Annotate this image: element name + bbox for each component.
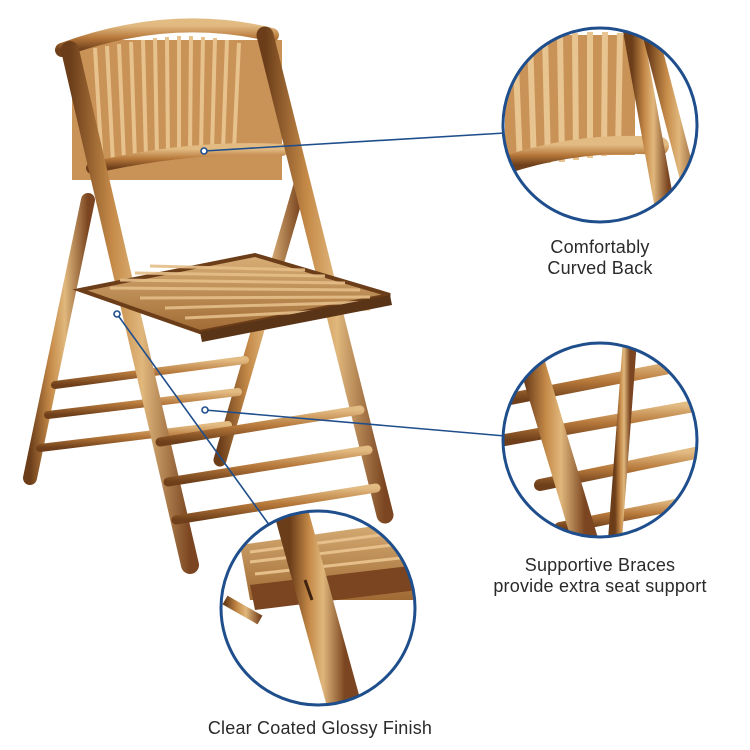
callout-caption-line: Supportive Braces [524, 555, 676, 575]
callout-caption-finish: Clear Coated Glossy Finish [150, 718, 490, 739]
callout-caption-line: Clear Coated Glossy Finish [207, 718, 433, 738]
folding-chair-image [23, 18, 394, 574]
callout-caption-line: Curved Back [547, 258, 653, 278]
callout-leader-lines [113, 132, 506, 534]
zoom-glossy-finish-image [219, 509, 417, 707]
callout-caption-curved-back: Comfortably Curved Back [520, 237, 680, 279]
callout-caption-line: Comfortably [550, 237, 650, 257]
callout-caption-braces: Supportive Braces provide extra seat sup… [470, 555, 730, 597]
zoom-braces-image [501, 341, 699, 539]
callout-caption-line: provide extra seat support [493, 576, 707, 596]
zoom-curved-back-image [501, 26, 699, 224]
